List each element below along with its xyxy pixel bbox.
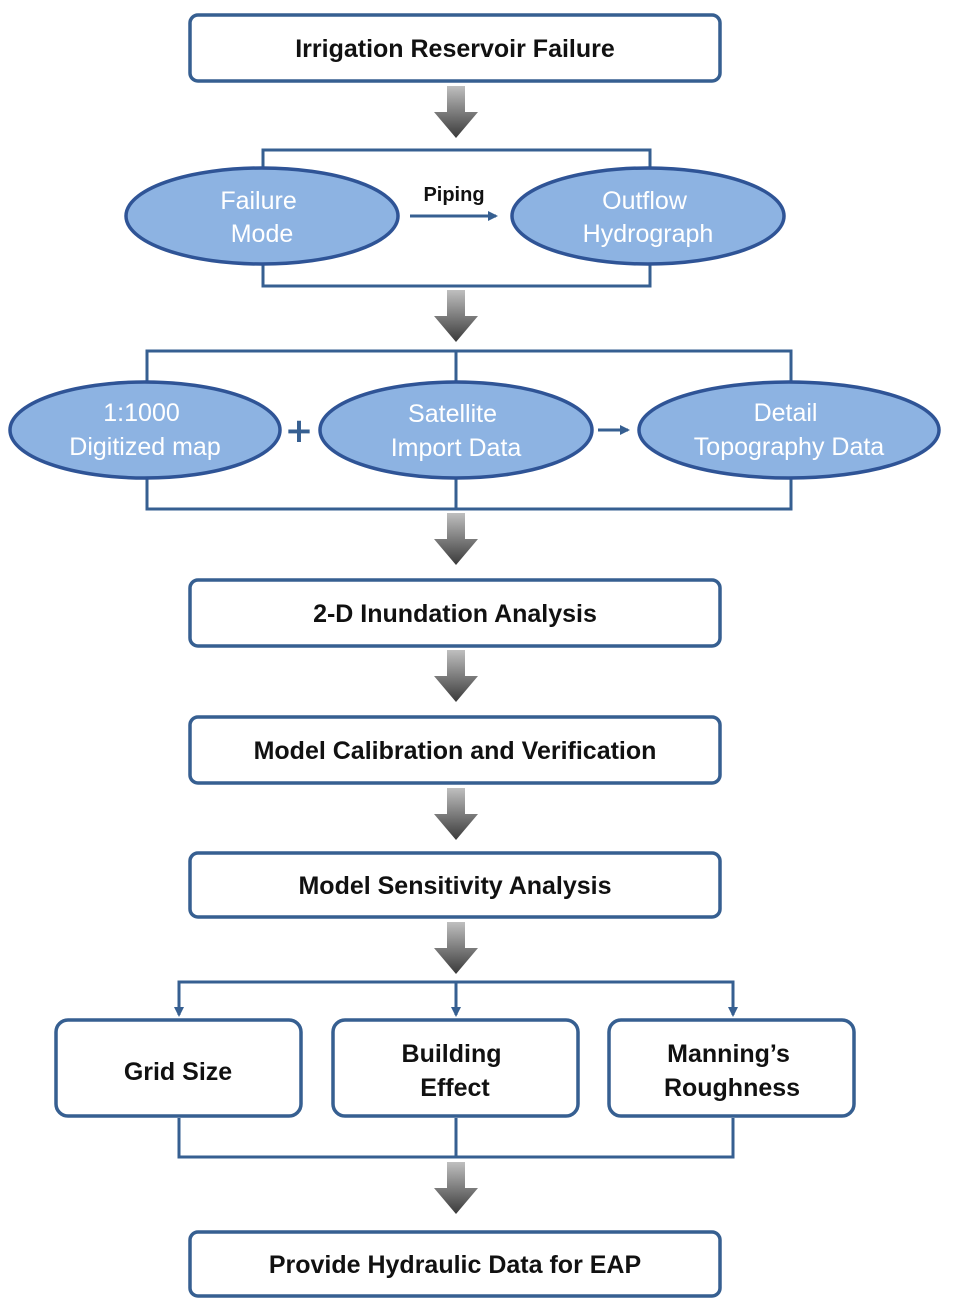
failure-mode-ellipse: [124, 166, 400, 266]
down-arrow-1: [434, 86, 478, 138]
down-arrow-3: [434, 513, 478, 565]
calibration-box: [188, 715, 722, 785]
inundation-analysis-label: 2-D Inundation Analysis: [313, 600, 597, 628]
detail-topography-label: Detail Topography Data: [694, 399, 885, 461]
calibration-label: Model Calibration and Verification: [254, 737, 657, 765]
down-arrow-4: [434, 650, 478, 702]
hydraulic-data-label: Provide Hydraulic Data for EAP: [269, 1251, 641, 1279]
sensitivity-box: [188, 851, 722, 919]
building-effect-box: [331, 1018, 580, 1118]
digitized-map-label: 1:1000 Digitized map: [69, 399, 220, 461]
sensitivity-label: Model Sensitivity Analysis: [298, 872, 611, 900]
piping-label: Piping: [423, 184, 484, 206]
building-effect-label: Building Effect: [402, 1040, 509, 1102]
mannings-roughness-label: Manning’s Roughness: [664, 1040, 800, 1102]
down-arrow-5: [434, 788, 478, 840]
inundation-analysis-box: [188, 578, 722, 648]
hydraulic-data-box: [188, 1230, 722, 1298]
grid-size-label: Grid Size: [124, 1058, 232, 1086]
outflow-hydrograph-ellipse: [510, 166, 786, 266]
plus-symbol: +: [285, 411, 314, 451]
data-group-bracket-top: [145, 349, 793, 385]
failure-group-bracket-top: [261, 148, 652, 170]
reservoir-failure-box: [188, 13, 722, 83]
merge-lines: [177, 1118, 735, 1159]
data-group-bracket-bottom: [145, 475, 793, 511]
down-arrow-7: [434, 1162, 478, 1214]
outflow-hydrograph-label: Outflow Hydrograph: [583, 187, 714, 248]
satellite-data-ellipse: [318, 380, 594, 480]
detail-topography-ellipse: [637, 380, 941, 480]
down-arrow-2: [434, 290, 478, 342]
reservoir-failure-label: Irrigation Reservoir Failure: [295, 35, 615, 63]
satellite-data-label: Satellite Import Data: [391, 400, 522, 462]
digitized-map-ellipse: [8, 380, 282, 480]
down-arrow-6: [434, 922, 478, 974]
failure-mode-label: Failure Mode: [220, 187, 303, 248]
mannings-roughness-box: [607, 1018, 856, 1118]
grid-size-box: [54, 1018, 303, 1118]
failure-group-bracket-bottom: [261, 262, 652, 288]
